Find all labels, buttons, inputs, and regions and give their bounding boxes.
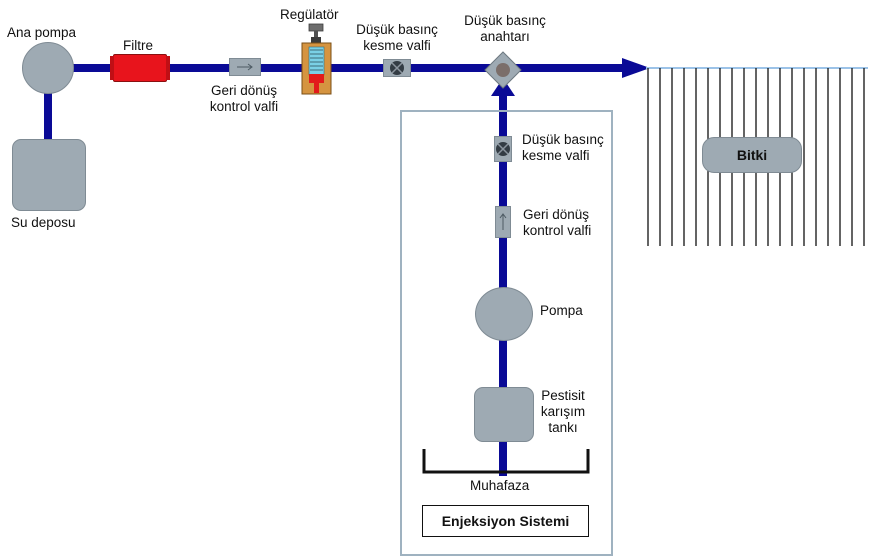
low-pressure-cutoff-top-label-line1: Düşük basınç	[356, 22, 438, 37]
regulator-label: Regülatör	[280, 7, 339, 22]
main-pump	[22, 42, 74, 94]
check-valve-inj-label-line2: kontrol valfi	[523, 223, 592, 238]
pesticide-tank-label-line3: tankı	[548, 420, 578, 435]
check-valve-top-label-line2: kontrol valfi	[209, 99, 279, 114]
low-pressure-cutoff-inj-label-line1: Düşük basınç	[522, 132, 604, 147]
filter-cap-left	[110, 56, 114, 80]
pump-to-tank-pipe	[44, 80, 52, 148]
water-tank-label: Su deposu	[11, 215, 76, 230]
low-pressure-cutoff-top-label: Düşük basınç kesme valfi	[347, 22, 447, 54]
pressure-switch-icon	[484, 51, 522, 89]
check-valve-arrow-icon	[237, 63, 253, 71]
housing-bracket	[422, 449, 590, 474]
check-valve-inj-label-line1: Geri dönüş	[523, 207, 590, 222]
filter-label: Filtre	[123, 38, 153, 53]
check-valve-inj-label: Geri dönüş kontrol valfi	[523, 207, 591, 239]
injection-system-title: Enjeksiyon Sistemi	[441, 513, 570, 529]
injection-system-title-box: Enjeksiyon Sistemi	[422, 505, 589, 537]
plant-label: Bitki	[736, 147, 768, 163]
main-pump-label: Ana pompa	[7, 25, 77, 40]
injection-pump	[475, 287, 533, 341]
low-pressure-cutoff-inj-label: Düşük basınç kesme valfi	[522, 132, 604, 164]
low-pressure-cutoff-top-label-line2: kesme valfi	[363, 38, 431, 53]
cutoff-valve-icon	[390, 61, 404, 75]
low-pressure-switch-label-line2: anahtarı	[480, 29, 530, 44]
filter-cap-right	[166, 56, 170, 80]
pesticide-tank-label: Pestisit karışım tankı	[533, 388, 593, 436]
main-supply-pipe	[48, 64, 628, 72]
injection-riser-pipe	[499, 92, 507, 476]
pesticide-tank-label-line1: Pestisit	[541, 388, 585, 403]
pesticide-tank-label-line2: karışım	[540, 404, 586, 419]
check-valve-top-label-line1: Geri dönüş	[210, 83, 278, 98]
low-pressure-switch-label-line1: Düşük basınç	[464, 13, 546, 28]
flow-arrow-icon	[622, 58, 650, 78]
check-valve-inj-arrow-icon	[499, 213, 507, 230]
housing-label: Muhafaza	[470, 478, 530, 493]
pesticide-mix-tank	[474, 387, 534, 442]
low-pressure-cutoff-inj-label-line2: kesme valfi	[522, 148, 590, 163]
filter	[113, 54, 167, 82]
plant-box: Bitki	[702, 137, 802, 173]
regulator-icon	[301, 23, 332, 95]
cutoff-valve-inj-icon	[496, 142, 510, 156]
check-valve-top-label: Geri dönüş kontrol valfi	[202, 83, 286, 115]
pump-label: Pompa	[540, 303, 583, 318]
water-tank	[12, 139, 86, 211]
low-pressure-switch-label: Düşük basınç anahtarı	[455, 13, 555, 45]
